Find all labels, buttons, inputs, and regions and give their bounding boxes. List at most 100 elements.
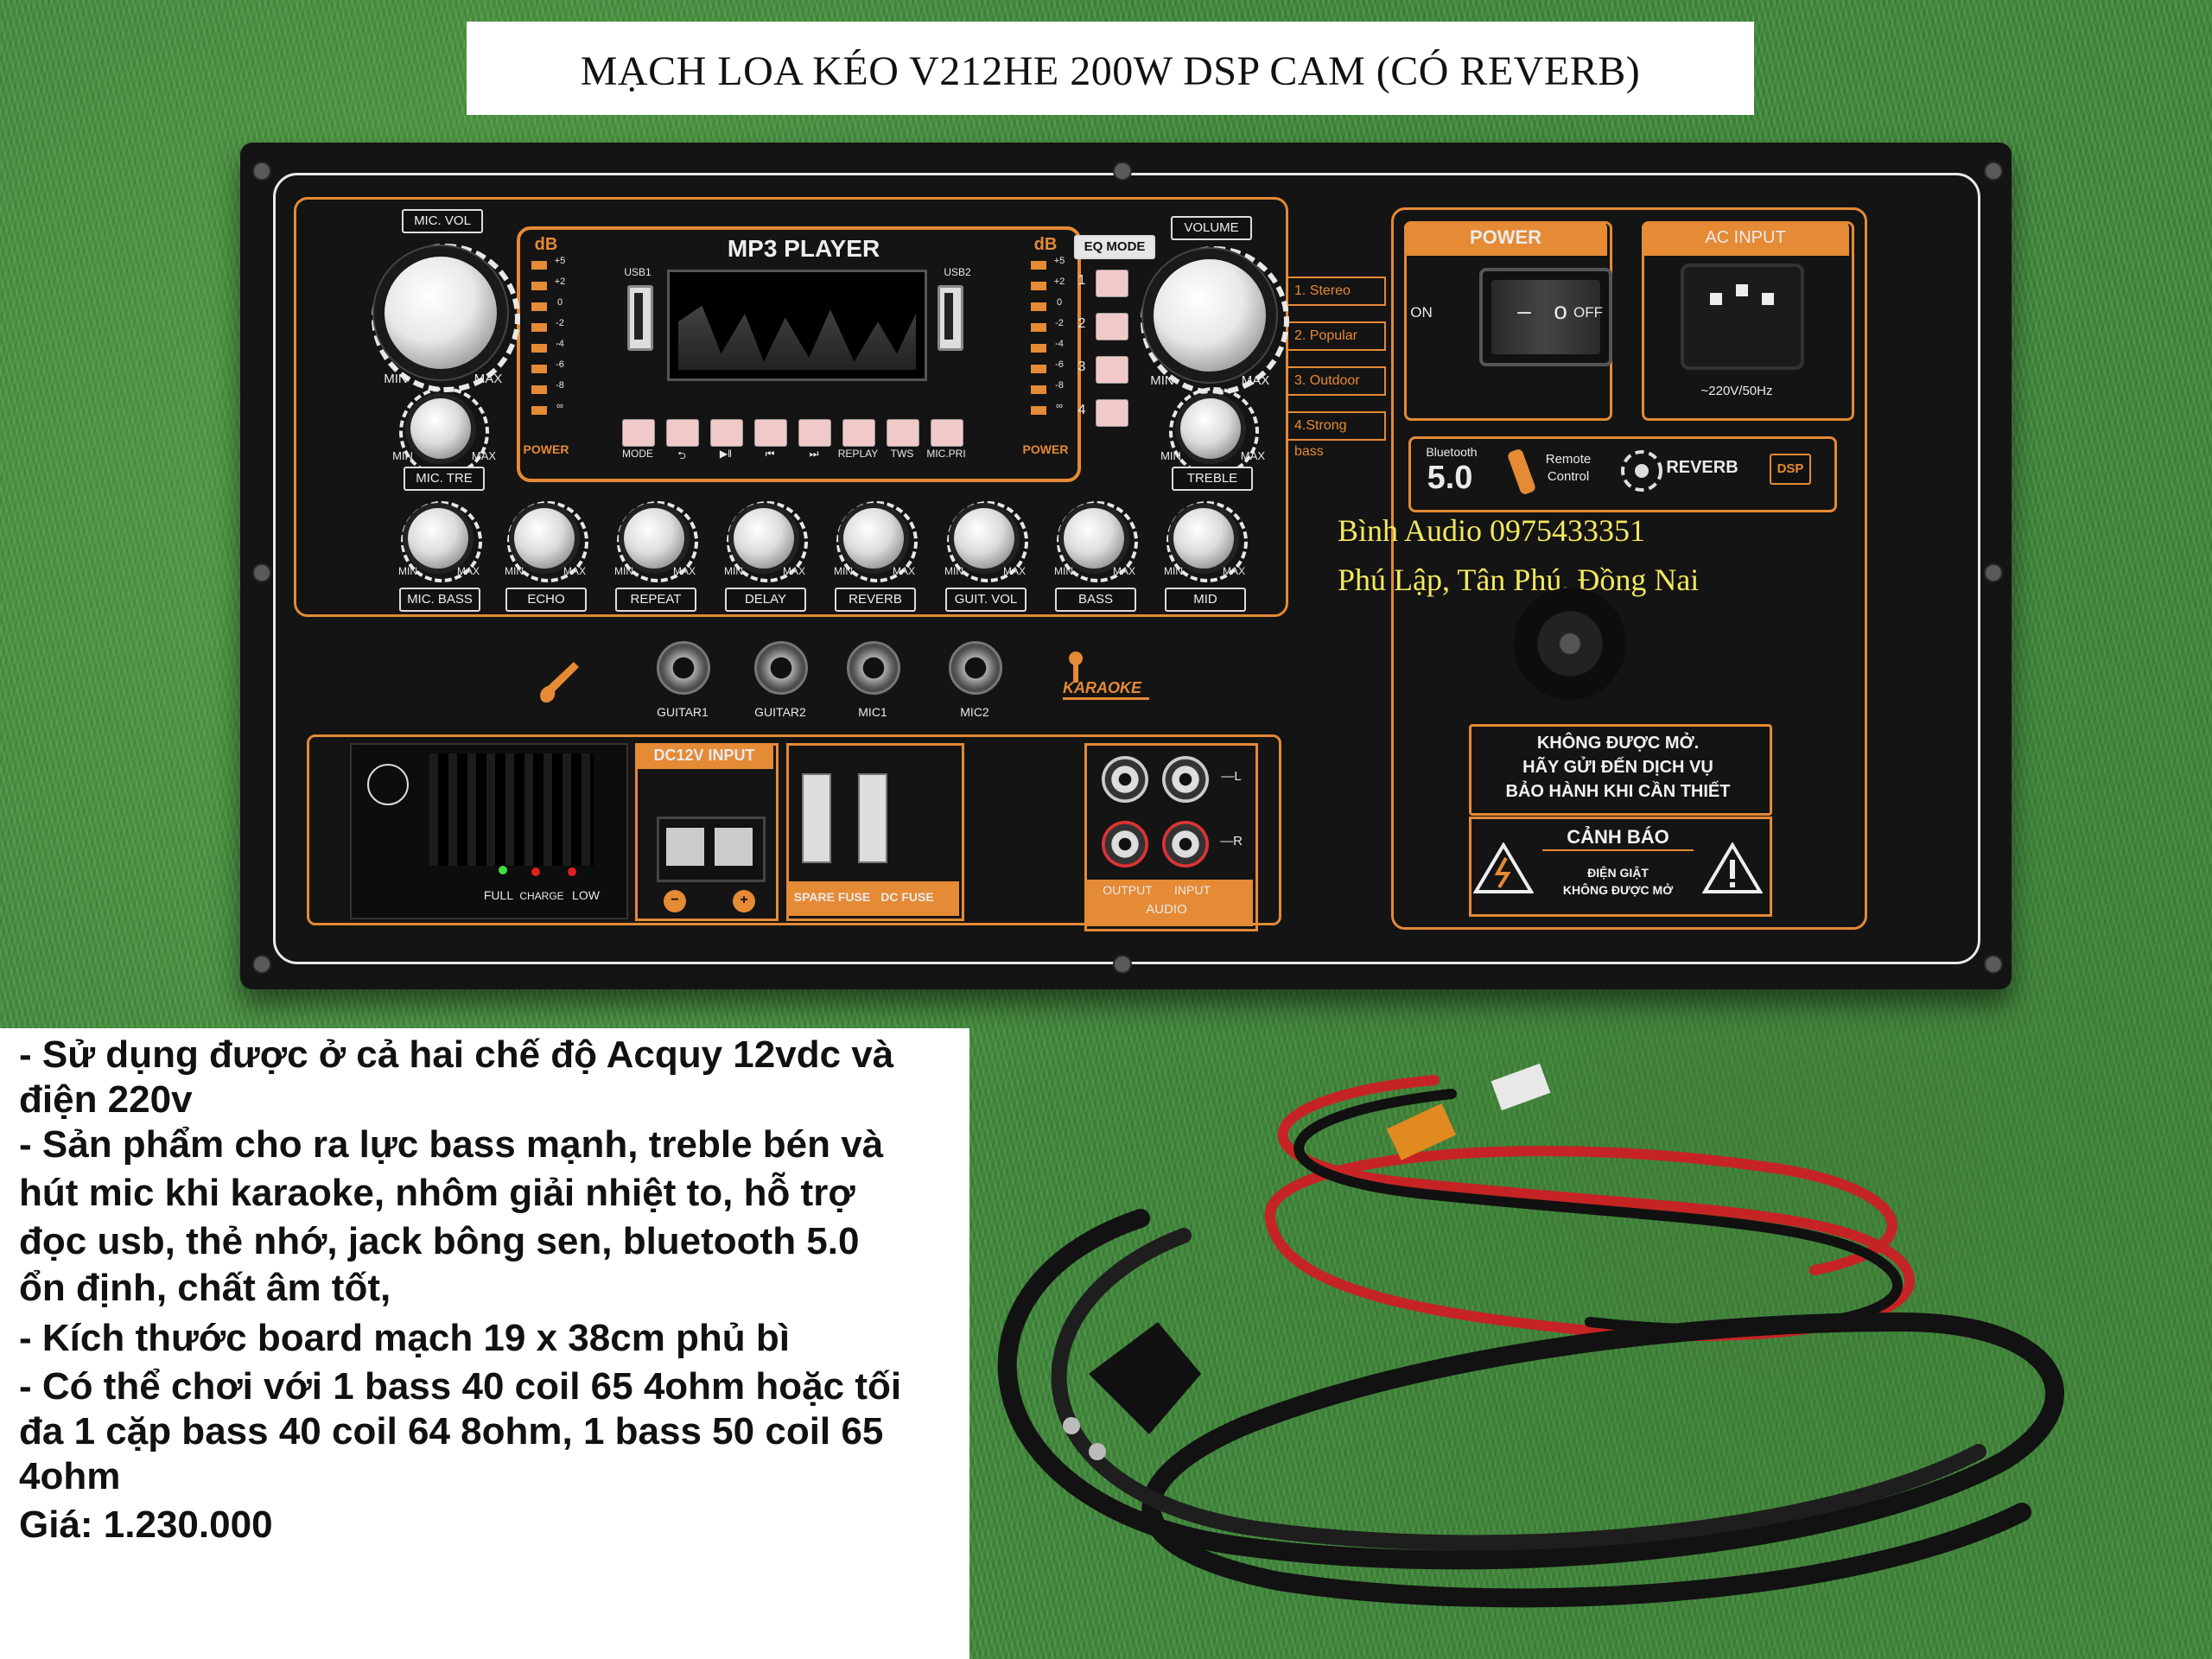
audio-jack[interactable] [847, 641, 900, 695]
db-meter-bar [531, 365, 547, 373]
player-button[interactable] [622, 419, 655, 447]
min-label: MIN [1160, 449, 1181, 462]
player-button[interactable] [887, 419, 919, 447]
contact-phone: Bình Audio 0975433351 [1338, 513, 1646, 548]
min-label: MIN [384, 372, 408, 386]
full-led [499, 866, 507, 874]
audio-jack[interactable] [657, 641, 710, 695]
output-right-rca[interactable] [1102, 821, 1148, 868]
power-rocker[interactable] [1491, 280, 1600, 354]
player-button-label: ⮌ [677, 449, 686, 461]
audio-jack[interactable] [949, 641, 1002, 695]
knob-label: GUIT. VOL [945, 588, 1027, 612]
dc-terminal-block[interactable] [657, 817, 766, 882]
dc-input-header [635, 743, 773, 769]
player-button[interactable] [710, 419, 743, 447]
eq-mode-button[interactable] [1096, 313, 1128, 340]
low-led [568, 868, 576, 876]
db-meter-bar [1031, 406, 1046, 415]
knob[interactable] [1173, 508, 1234, 569]
min-label: MIN [398, 565, 417, 577]
knob[interactable] [514, 508, 575, 569]
warning-icon [1702, 842, 1763, 893]
description-line: đọc usb, thẻ nhớ, jack bông sen, bluetoo… [19, 1220, 860, 1262]
dc-fuse[interactable] [858, 773, 887, 863]
on-label: ON [1410, 304, 1433, 321]
fuse-footer [786, 881, 959, 916]
eq-option-label: 3. Outdoor [1286, 366, 1386, 396]
control-section [294, 197, 1288, 617]
ac-pin [1762, 293, 1774, 305]
db-scale-label: -6 [556, 359, 564, 370]
db-scale-label: -4 [1055, 339, 1064, 349]
terminal-positive[interactable] [715, 828, 753, 866]
microphone-icon [1069, 652, 1083, 683]
power-switch[interactable]: – o [1479, 268, 1612, 366]
player-button[interactable] [931, 419, 963, 447]
screw-hole [1113, 162, 1132, 181]
volume-label: VOLUME [1171, 216, 1252, 240]
screw-hole [1113, 955, 1132, 974]
min-label: MIN [392, 449, 413, 462]
treble-knob[interactable] [1180, 398, 1241, 459]
off-mark: – [1517, 297, 1531, 324]
power-title: POWER [1469, 226, 1542, 248]
input-right-rca[interactable] [1162, 821, 1209, 868]
description-line: - Có thể chơi với 1 bass 40 coil 65 4ohm… [19, 1365, 902, 1408]
usb2-port[interactable] [938, 285, 963, 351]
on-mark: o [1554, 297, 1567, 324]
ac-input-header [1642, 221, 1849, 256]
audio-jack[interactable] [754, 641, 808, 695]
knob[interactable] [843, 508, 904, 569]
ac-fuse-holder[interactable] [1514, 588, 1626, 700]
eq-mode-button[interactable] [1096, 270, 1128, 297]
player-button[interactable] [754, 419, 787, 447]
eq-mode-button[interactable] [1096, 356, 1128, 384]
db-meter-bar [531, 406, 547, 415]
min-label: MIN [1150, 373, 1174, 388]
spare-fuse[interactable] [802, 773, 831, 863]
knob[interactable] [1064, 508, 1124, 569]
db-scale-label: -4 [556, 339, 564, 349]
db-scale-label: +5 [1053, 256, 1065, 266]
db-label-left: dB [534, 235, 558, 254]
ac-power-socket[interactable] [1681, 264, 1804, 370]
db-scale-label: -6 [1055, 359, 1064, 370]
player-button[interactable] [666, 419, 699, 447]
db-scale-label: +2 [1053, 276, 1065, 287]
power-and-battery-cables [997, 1063, 2064, 1608]
player-button-label: ⏮ [765, 448, 775, 460]
max-label: MAX [1222, 565, 1245, 577]
mic-treble-knob[interactable] [410, 398, 471, 459]
master-volume-knob[interactable] [1154, 259, 1266, 372]
positive-sign: + [733, 890, 755, 912]
max-label: MAX [782, 565, 805, 577]
service-notice-line: BẢO HÀNH KHI CẦN THIẾT [1505, 782, 1731, 801]
usb1-port[interactable] [627, 285, 653, 351]
knob[interactable] [954, 508, 1014, 569]
knob[interactable] [734, 508, 794, 569]
max-label: MAX [474, 372, 503, 386]
output-left-rca[interactable] [1102, 756, 1148, 803]
db-scale-label: -8 [1055, 380, 1064, 391]
mic-volume-knob[interactable] [385, 257, 497, 369]
electric-hazard-icon [1473, 842, 1534, 893]
knob-scale [947, 501, 1028, 582]
power-led-label-left: POWER [523, 442, 569, 456]
player-button-label: ▶‖ [719, 448, 733, 460]
screw-hole [1984, 563, 2003, 582]
input-left-rca[interactable] [1162, 756, 1209, 803]
knob[interactable] [624, 508, 684, 569]
ac-rating: ~220V/50Hz [1700, 384, 1773, 398]
heat-icon [367, 764, 409, 805]
player-button[interactable] [842, 419, 875, 447]
right-channel-label: —R [1220, 834, 1243, 849]
player-button[interactable] [798, 419, 831, 447]
eq-mode-button[interactable] [1096, 399, 1128, 427]
knob-scale [727, 501, 808, 582]
terminal-negative[interactable] [666, 828, 704, 866]
bluetooth-version: 5.0 [1427, 460, 1473, 496]
feature-strip [1408, 436, 1837, 512]
knob[interactable] [408, 508, 468, 569]
db-scale-label: 0 [556, 297, 563, 308]
